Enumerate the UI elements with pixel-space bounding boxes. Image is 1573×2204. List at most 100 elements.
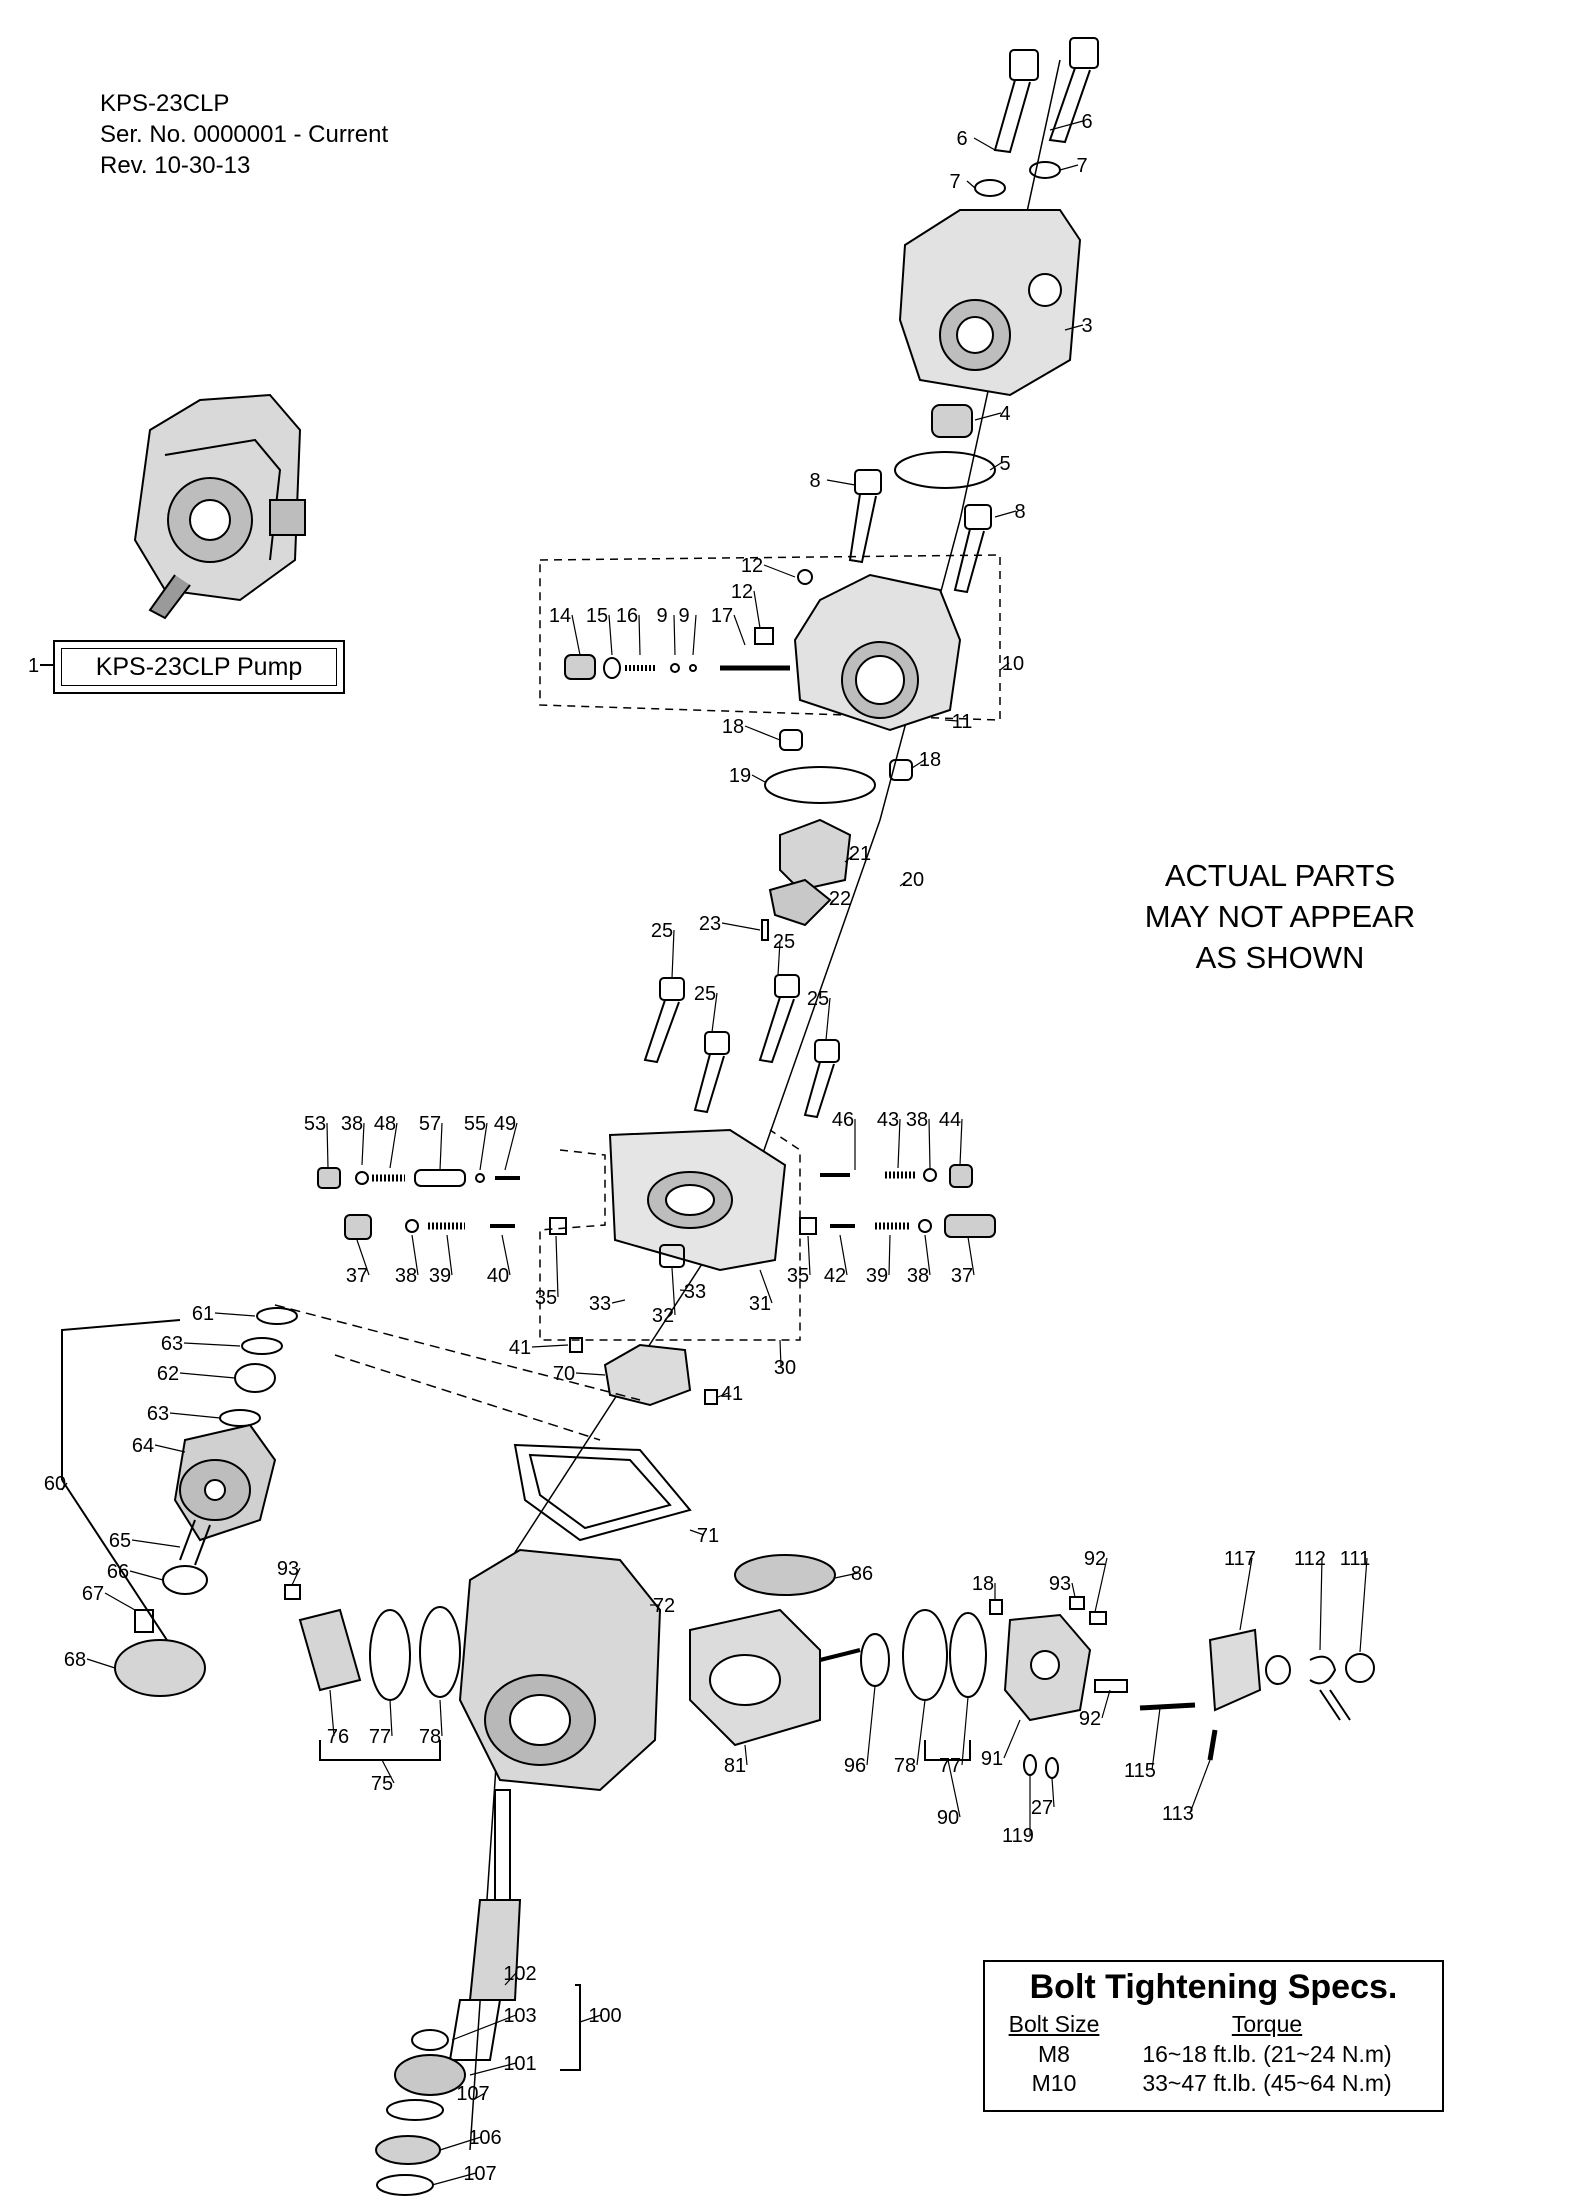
part-callout: 17 [711,605,733,627]
seal-32 [659,1244,685,1268]
callout-leader [673,614,676,656]
callout-leader [751,774,766,783]
part-callout: 64 [132,1435,154,1457]
bolt-113 [1207,1729,1218,1761]
part-callout: 39 [429,1265,451,1287]
callout-leader [389,1699,393,1737]
seal-106 [375,2135,441,2165]
part-callout: 78 [894,1755,916,1777]
retainer-21 [779,818,852,892]
manifold-head-3 [898,209,1082,397]
callout-leader [361,1122,365,1166]
plug-37 [344,1214,372,1240]
callout-leader [356,1239,370,1276]
callout-leader [989,462,1002,471]
callout-leader [61,1482,68,1491]
o-ring-38 [923,1168,937,1182]
plug-117 [1265,1655,1291,1685]
callout-leader [1051,1777,1055,1808]
part-callout: 35 [787,1265,809,1287]
pin-18 [779,729,803,751]
callout-leader [834,1572,859,1579]
part-callout: 38 [906,1109,928,1131]
callout-leader [888,1234,891,1276]
part-callout: 25 [651,920,673,942]
callout-leader [129,1570,164,1581]
part-callout: 27 [1031,1797,1053,1819]
plug-4 [931,404,973,438]
part-callout: 38 [395,1265,417,1287]
washer-7 [974,179,1006,197]
callout-leader [472,2092,486,2101]
washer-27 [1045,1757,1059,1779]
pump-assembly-thumbnail [133,393,306,620]
screw-92 [1094,1679,1128,1693]
part-callout: 30 [774,1357,796,1379]
disclaimer-line-1: ACTUAL PARTS [1164,858,1396,893]
part-callout: 106 [468,2127,501,2149]
part-callout: 57 [419,1113,441,1135]
bolt-specs-grid: Bolt Size Torque M8 16~18 ft.lb. (21~24 … [999,2011,1425,2098]
rear-cover-91 [1003,1613,1092,1722]
screw-93 [1069,1596,1085,1610]
part-callout: 23 [699,913,721,935]
part-callout: 40 [487,1265,509,1287]
callout-leader [169,1412,221,1419]
callout-leader [911,758,927,769]
part-callout: 55 [464,1113,486,1135]
part-callout: 117 [1224,1548,1256,1570]
part-callout: 115 [1124,1760,1156,1782]
callout-leader [381,1759,395,1784]
part-callout: 9 [678,605,689,627]
bolt-25 [643,977,685,1064]
part-callout: 78 [419,1726,441,1748]
bolt-specs-title: Bolt Tightening Specs. [1029,1968,1398,2006]
pin-23 [761,919,769,941]
crankcase-72 [458,1548,662,1792]
plug-18 [989,1599,1003,1615]
callout-leader [1049,120,1084,131]
head-bolt-6 [1048,37,1099,144]
o-ring-15 [603,657,621,679]
callout-leader [866,1685,876,1766]
washer-119 [1023,1754,1037,1776]
part-callout: 14 [549,605,571,627]
part-callout: 41 [721,1383,743,1405]
pin-67 [134,1609,154,1633]
callout-leader [679,1289,692,1292]
part-callout: 63 [161,1333,183,1355]
callout-leader [638,614,641,656]
callout-leader [899,878,910,887]
part-callout: 5 [999,453,1010,475]
callout-leader [692,614,697,656]
assembly-label-box: KPS-23CLP Pump [53,640,345,694]
assembly-ref-number: 1 [28,655,39,677]
callout-leader [1059,164,1079,171]
part-callout: 119 [1002,1825,1034,1847]
callout-leader [329,1689,335,1737]
ring-63 [219,1409,261,1427]
drive-shaft-102 [448,1789,522,2061]
callout-leader [439,1122,443,1171]
bearing-cover-76 [298,1608,362,1692]
part-callout: 16 [616,605,638,627]
callout-leader [717,1392,729,1398]
callout-leader [826,479,856,486]
callout-leader [924,1234,931,1276]
callout-leader [671,1267,676,1316]
pump-housing-31 [608,1128,787,1272]
part-callout: 101 [503,2053,536,2075]
part-callout: 6 [1081,111,1092,133]
part-callout: 96 [844,1755,866,1777]
callout-leader [104,1592,136,1611]
callout-leader [1003,1719,1021,1759]
part-callout: 6 [956,128,967,150]
part-callout: 49 [494,1113,516,1135]
callout-leader [579,2014,602,2023]
disclaimer-line-2: MAY NOT APPEAR [1144,899,1416,934]
callout-leader [744,725,781,741]
spring-112 [1309,1655,1337,1685]
part-callout: 86 [851,1563,873,1585]
callout-leader [214,1312,256,1317]
callout-leader [759,1269,773,1304]
